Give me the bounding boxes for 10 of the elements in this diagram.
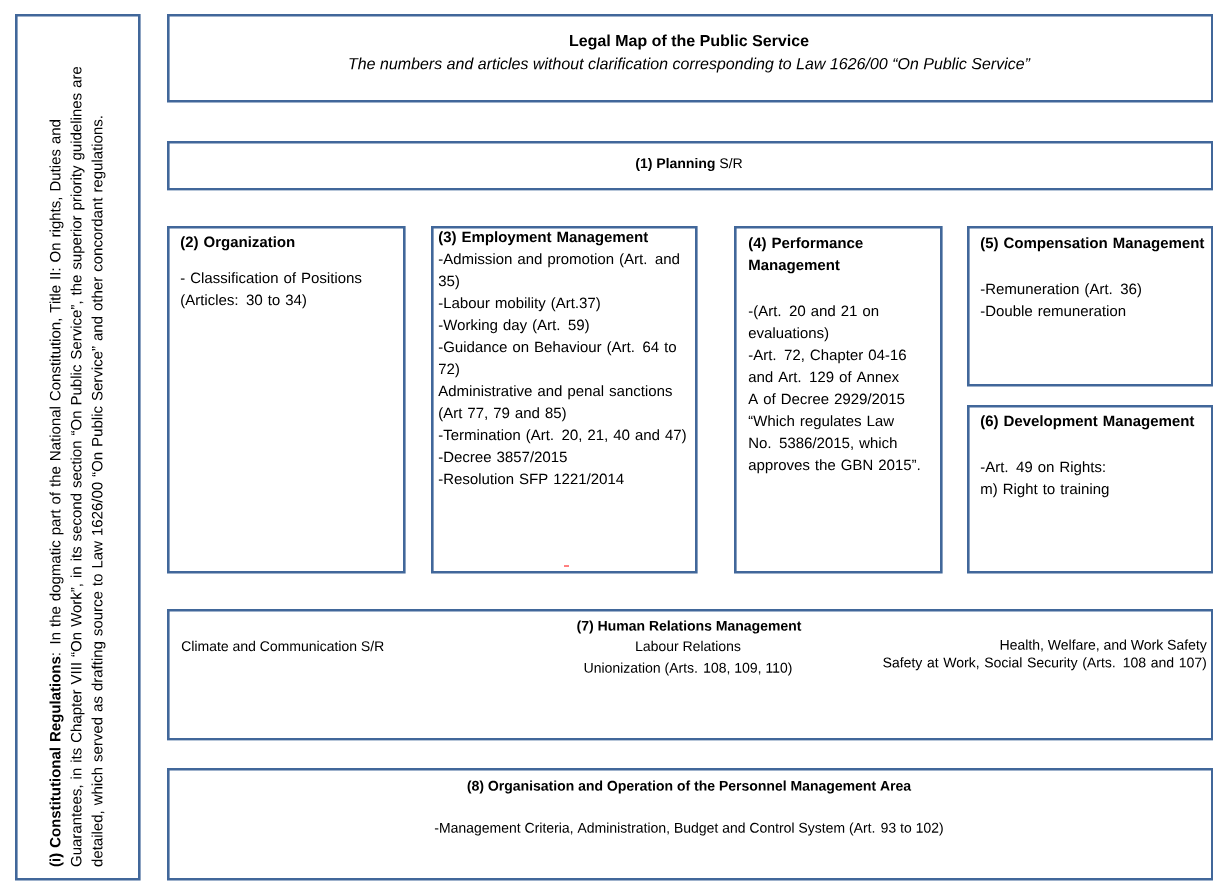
section-box: (1) Planning S/R: [167, 141, 1213, 191]
section-box: (3) Employment Management -Admission and promotion (Art. and 35) -Labour mobility (Art.37) -Working day (Art. 59) -Guidance on Behaviour (Art. 64 to 72) Administrative and penal sanctions (Art 77, 79 and 85) -Termination (Art. 20, 21, 40 and 47) -Decree 3857/2015 -Resolution SFP 1221/2014: [431, 226, 698, 574]
section-box: (5) Compensation Management -Remuneration (Art. 36) -Double remuneration: [967, 226, 1213, 387]
section-box: (6) Development Management -Art. 49 on Rights: m) Right to training: [967, 405, 1213, 574]
section-box: (4) Performance Management -(Art. 20 and 21 on evaluations) -Art. 72, Chapter 04-16 and Art. 129 of Annex A of Decree 2929/2015 “Which regulates Law No. 5386/2015, which approves the GBN 2015”.: [734, 226, 943, 574]
sidebar-box: (i) Constitutional Regulations: In the dogmatic part of the National Constitution, Title II: On rights, Duties and Guarantees, in its Chapter VIII “On Work”, in its second section “On Public Service”, the superior priority guidelines are detailed, which served as drafting source to Law 1626/00 “On Public Service” and other concordant regulations.: [15, 14, 141, 881]
title-box: Legal Map of the Public Service The numbers and articles without clarification corresponding to Law 1626/00 “On Public Service”: [167, 14, 1213, 103]
section-box: (2) Organization - Classification of Positions (Articles: 30 to 34): [167, 226, 406, 574]
section-box: (8) Organisation and Operation of the Personnel Management Area -Management Criteria, Administration, Budget and Control System (Art. 93 to 102): [167, 768, 1213, 881]
section-box: (7) Human Relations Management Climate and Communication S/R Labour Relations Unionization (Arts. 108, 109, 110) Health, Welfare, and Work Safety Safety at Work, Social Security (Arts. 108 and 107): [167, 609, 1213, 741]
